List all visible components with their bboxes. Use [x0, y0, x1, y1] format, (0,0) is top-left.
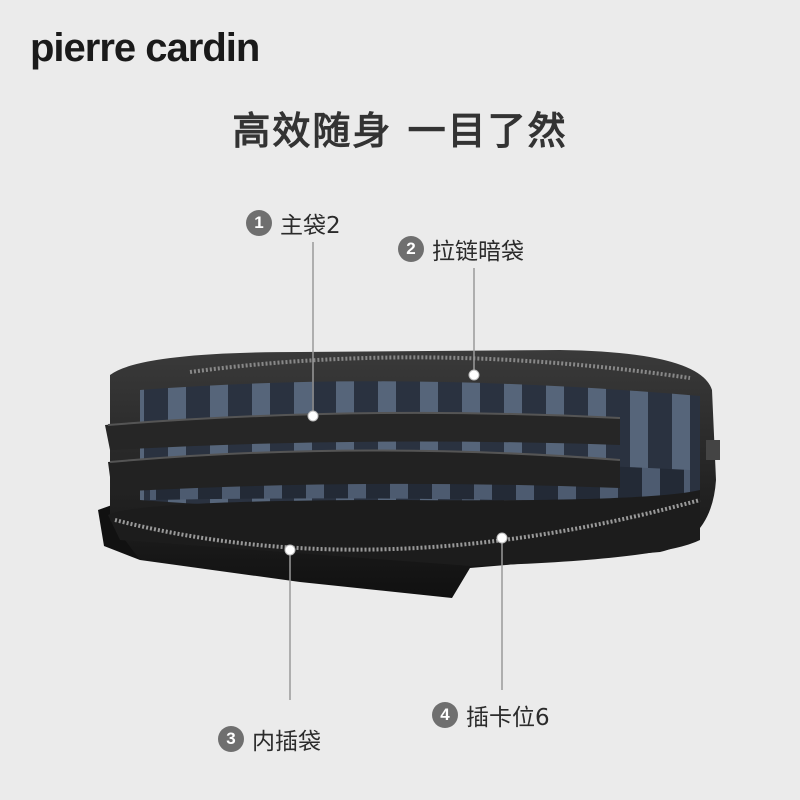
brand-logo: pierre cardin	[30, 26, 260, 70]
callout-card-slots: 4 插卡位6	[432, 698, 550, 732]
callout-label: 主袋2	[280, 213, 341, 239]
callout-inner-slip-pocket: 3 内插袋	[218, 722, 321, 756]
callout-zip-pocket: 2 拉链暗袋	[398, 232, 524, 266]
callout-number-badge: 2	[398, 236, 424, 262]
callout-label: 插卡位6	[466, 705, 550, 731]
callout-main-pocket: 1 主袋2	[246, 206, 341, 240]
callout-label: 内插袋	[252, 729, 321, 755]
callout-label: 拉链暗袋	[432, 239, 524, 265]
callout-number-badge: 1	[246, 210, 272, 236]
callout-number-badge: 3	[218, 726, 244, 752]
headline: 高效随身 一目了然	[232, 109, 568, 153]
callout-number-badge: 4	[432, 702, 458, 728]
